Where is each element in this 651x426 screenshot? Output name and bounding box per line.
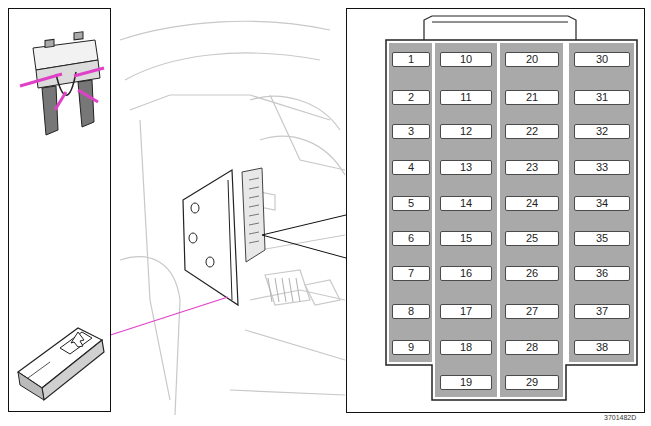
- fuse-slot: 11: [440, 90, 492, 105]
- fuse-slot: 13: [440, 160, 492, 175]
- fuse-number: 12: [460, 125, 472, 137]
- fuse-number: 38: [596, 341, 608, 353]
- fuse-number: 15: [460, 232, 472, 244]
- leader-line: [262, 235, 346, 258]
- fuse-number: 37: [596, 305, 608, 317]
- fuse-slot: 22: [505, 124, 559, 139]
- fuse-number: 30: [596, 53, 608, 65]
- fuse-slot: 15: [440, 231, 492, 246]
- fuse-box-housing: [386, 16, 637, 400]
- inset-frame: [347, 9, 645, 413]
- fuse-box-opening: [242, 168, 265, 262]
- fuse-number: 35: [596, 232, 608, 244]
- fuse-number: 20: [526, 53, 538, 65]
- fuse-slot: 12: [440, 124, 492, 139]
- fuse-number: 8: [408, 305, 414, 317]
- leader-line: [262, 215, 346, 235]
- inset-ground: [9, 9, 110, 411]
- fuse-slot: 36: [574, 266, 630, 281]
- fuse-number: 32: [596, 125, 608, 137]
- fuse-slot: 3: [392, 124, 430, 139]
- fuse-slot: 27: [505, 304, 559, 319]
- fuse-number: 3: [408, 125, 414, 137]
- fuse-illustration: [20, 32, 104, 135]
- fuse-number: 14: [460, 197, 472, 209]
- fuse-number: 7: [408, 267, 414, 279]
- fuse-number: 2: [408, 91, 414, 103]
- fuse-box-cover: [183, 170, 238, 305]
- fuse-slot: 35: [574, 231, 630, 246]
- cover-clip: [189, 233, 197, 243]
- cover-edge: [228, 180, 232, 300]
- fuse-number: 24: [526, 197, 538, 209]
- fuse-slot: 21: [505, 90, 559, 105]
- fuse-slot: 28: [505, 340, 559, 355]
- fuse-number: 31: [596, 91, 608, 103]
- fuse-slot: 38: [574, 340, 630, 355]
- fuse-slot: 20: [505, 52, 559, 67]
- fuse-slot: 25: [505, 231, 559, 246]
- fuse-number: 16: [460, 267, 472, 279]
- fuse-slot: 17: [440, 304, 492, 319]
- fuse-slot: 30: [574, 52, 630, 67]
- fuse-slot: 8: [392, 304, 430, 319]
- cover-clip: [206, 257, 214, 267]
- fuse-number: 36: [596, 267, 608, 279]
- fuse-number: 18: [460, 341, 472, 353]
- fuse-number: 26: [526, 267, 538, 279]
- fuse-number: 27: [526, 305, 538, 317]
- fuse-slot: 14: [440, 196, 492, 211]
- fuse-slot: 18: [440, 340, 492, 355]
- fuse-number: 4: [408, 161, 414, 173]
- fuse-number: 9: [408, 341, 414, 353]
- cover-clip: [191, 203, 199, 213]
- fuse-slot: 16: [440, 266, 492, 281]
- fuse-number: 29: [526, 376, 538, 388]
- fuse-number: 34: [596, 197, 608, 209]
- fuse-slot: 26: [505, 266, 559, 281]
- fuse-number: 13: [460, 161, 472, 173]
- fuse-slot: 10: [440, 52, 492, 67]
- fuse-slot: 31: [574, 90, 630, 105]
- fuse-number: 11: [460, 91, 471, 103]
- fuse-number: 5: [408, 197, 414, 209]
- opening-slots: [249, 178, 259, 243]
- fuse-slot: 37: [574, 304, 630, 319]
- fuse-number: 28: [526, 341, 538, 353]
- fuse-number: 33: [596, 161, 608, 173]
- fuse-number: 1: [408, 53, 414, 65]
- fuse-slot: 23: [505, 160, 559, 175]
- pedal-hatching: [268, 278, 300, 302]
- car-interior-sketch: [120, 21, 345, 415]
- fuse-number: 6: [408, 232, 414, 244]
- fuse-puller: [18, 328, 104, 400]
- fuse-number: 21: [526, 91, 538, 103]
- fuse-slot: 9: [392, 340, 430, 355]
- fuse-slot: 1: [392, 52, 430, 67]
- fuse-number: 25: [526, 232, 538, 244]
- puller-leader: [95, 297, 228, 340]
- fuse-slot: 4: [392, 160, 430, 175]
- fuse-slot: 2: [392, 90, 430, 105]
- fuse-slot: 32: [574, 124, 630, 139]
- inset-frame: [9, 9, 111, 412]
- fuse-slot: 19: [440, 375, 492, 390]
- fuse-slot: 24: [505, 196, 559, 211]
- fuse-number: 23: [526, 161, 538, 173]
- fuse-number: 17: [460, 305, 472, 317]
- fuse-slot: 33: [574, 160, 630, 175]
- fuse-slot: 5: [392, 196, 430, 211]
- figure-code: 3701482D: [604, 414, 636, 421]
- fuse-number: 19: [460, 376, 472, 388]
- fuse-number: 22: [526, 125, 538, 137]
- fuse-number: 10: [460, 53, 472, 65]
- fuse-slot: 7: [392, 266, 430, 281]
- fuse-slot: 34: [574, 196, 630, 211]
- fuse-slot: 29: [505, 375, 559, 390]
- fuse-slot: 6: [392, 231, 430, 246]
